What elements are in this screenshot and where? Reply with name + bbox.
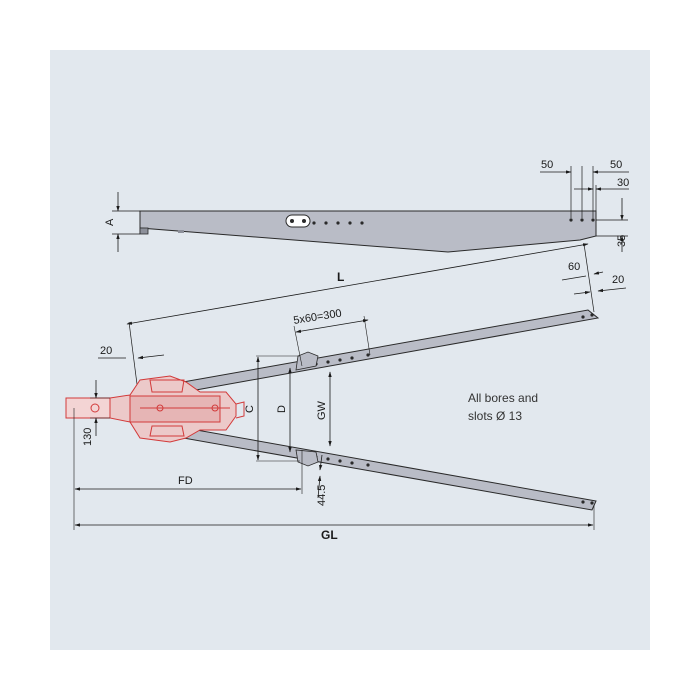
- dim-20-left: 20: [100, 345, 112, 357]
- side-profile-beam: [139, 210, 597, 253]
- dim-a-label: A: [104, 218, 116, 226]
- dim-60: 60: [568, 261, 580, 273]
- side-holes: [312, 218, 595, 225]
- dim-gl-label: GL: [321, 528, 338, 542]
- note-line-1: All bores and: [468, 391, 538, 405]
- dim-l-label: L: [337, 270, 344, 284]
- dim-5x60-300: 5x60=300: [293, 308, 343, 327]
- side-profile-foot: [139, 227, 149, 235]
- dim-130-label: 130: [82, 428, 94, 446]
- coupling-head: [65, 375, 245, 443]
- dim-fd-label: FD: [178, 475, 193, 487]
- dim-c-label: C: [244, 405, 256, 413]
- dim-44-5-label: 44.5: [316, 485, 328, 506]
- dim-35: 35: [616, 235, 628, 247]
- dim-50-right: 50: [610, 159, 622, 171]
- lower-bracket: [295, 449, 319, 467]
- note-line-2: slots Ø 13: [468, 409, 522, 423]
- side-slot: [285, 214, 311, 228]
- drawing-panel: [50, 50, 650, 650]
- dim-gw-label: GW: [316, 400, 328, 420]
- upper-bracket: [295, 351, 319, 371]
- dim-50-left: 50: [541, 159, 553, 171]
- side-view: A 50 50 30 35: [104, 159, 629, 253]
- dim-d-label: D: [276, 405, 288, 413]
- dim-l-line: [126, 243, 589, 325]
- dim-30: 30: [617, 177, 629, 189]
- lower-arm-holes: [178, 428, 594, 505]
- dim-20-right: 20: [612, 274, 624, 286]
- plan-view: L: [65, 243, 627, 542]
